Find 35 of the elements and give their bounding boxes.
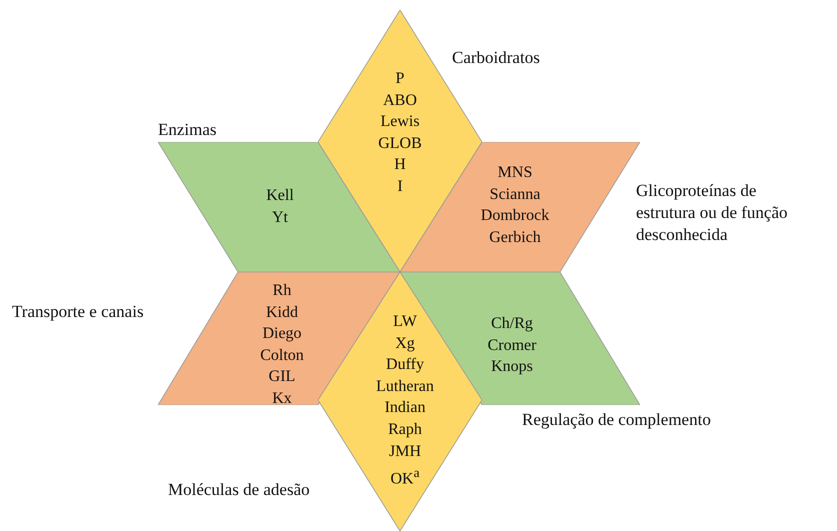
blood-group-name: Kell [266, 186, 294, 206]
blood-group-name: GLOB [378, 134, 422, 154]
category-label: Carboidratos [452, 47, 541, 69]
blood-group-name: Cromer [488, 336, 536, 356]
blood-group-name: I [397, 177, 403, 197]
blood-group-name: Lutheran [376, 376, 434, 397]
blood-group-name: Indian [384, 398, 426, 418]
blood-group-name: Colton [260, 346, 304, 366]
blood-group-name: H [394, 155, 406, 176]
blood-group-name: LW [393, 312, 417, 332]
blood-group-name: GIL [268, 367, 296, 388]
category-label: Moléculas de adesão [168, 479, 311, 501]
blood-group-name: Raph [388, 420, 422, 440]
category-label: Enzimas [158, 119, 218, 141]
blood-group-name: Lewis [380, 112, 420, 132]
blood-group-name: Gerbich [489, 228, 541, 248]
blood-group-name: Scianna [490, 184, 540, 205]
blood-group-name: JMH [389, 442, 421, 462]
blood-group-name: Dombrock [480, 206, 550, 226]
category-label: Regulação de complemento [522, 409, 712, 431]
category-label: Glicoproteínas de estrutura ou de função desconhecida [636, 180, 789, 246]
blood-group-name: Yt [272, 208, 288, 228]
blood-group-name: Kidd [266, 302, 298, 323]
blood-group-name: Xg [395, 334, 415, 354]
blood-group-name: OK$^{a}$ [390, 464, 420, 490]
blood-group-name: Rh [272, 281, 292, 301]
blood-group-name: Kx [272, 389, 292, 409]
category-label: Transporte e canais [12, 301, 145, 323]
blood-group-name: P [396, 69, 404, 89]
blood-group-name: Duffy [386, 355, 424, 376]
blood-group-name: MNS [498, 163, 532, 183]
blood-group-name: Diego [262, 324, 302, 344]
blood-group-name: Ch/Rg [491, 314, 533, 334]
blood-group-name: ABO [383, 90, 417, 111]
blood-group-name: Knops [491, 357, 533, 378]
